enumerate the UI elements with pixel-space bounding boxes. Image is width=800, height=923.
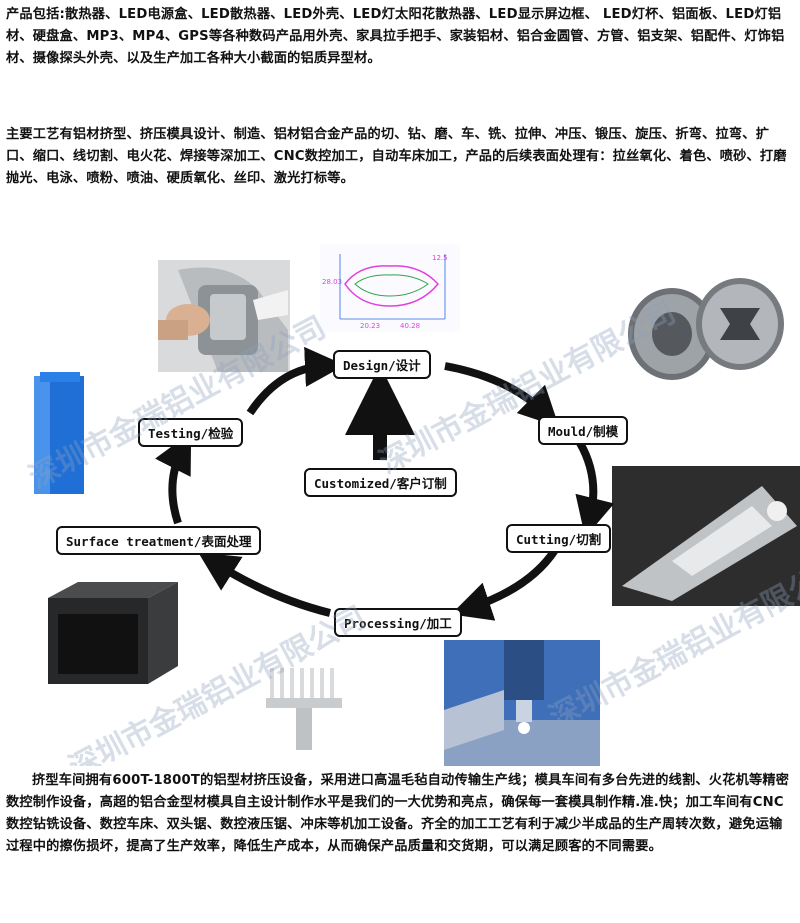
workshop-paragraph: 挤型车间拥有600T-1800T的铝型材挤压设备，采用进口高温毛毡自动传输生产线… xyxy=(6,773,790,854)
photo-mould-dies xyxy=(620,268,792,388)
dim-label: 28.03 xyxy=(322,278,342,286)
photo-profile-extrusion xyxy=(612,466,800,606)
node-surface-treatment: Surface treatment/表面处理 xyxy=(56,526,262,555)
arrow-cutting-to-processing xyxy=(451,547,559,621)
photo-blue-enclosure xyxy=(22,368,92,500)
dim-label: 20.23 xyxy=(360,322,380,330)
photo-assembly xyxy=(158,260,290,372)
workflow-arrows xyxy=(155,346,615,621)
arrow-testing-to-design xyxy=(246,346,345,416)
node-cutting: Cutting/切割 xyxy=(506,524,612,553)
node-customized: Customized/客户订制 xyxy=(304,468,457,497)
node-processing: Processing/加工 xyxy=(334,608,462,637)
arrow-design-to-mould xyxy=(444,362,560,428)
dim-label: 40.28 xyxy=(400,322,420,330)
photo-cnc-machining xyxy=(444,640,600,766)
dim-label: 12.5 xyxy=(432,254,448,262)
photo-heatsink xyxy=(258,658,350,754)
node-testing: Testing/检验 xyxy=(138,418,244,447)
arrow-processing-to-surface xyxy=(198,552,331,617)
cad-drawing: 20.23 40.28 28.03 12.5 xyxy=(320,244,460,332)
arrow-surface-to-testing xyxy=(155,432,192,525)
node-design: Design/设计 xyxy=(333,350,431,379)
arrow-mould-to-cutting xyxy=(575,441,615,538)
intro-paragraph: 产品包括:散热器、LED电源盒、LED散热器、LED外壳、LED灯太阳花散热器、… xyxy=(6,7,785,66)
workflow-diagram: 20.23 40.28 28.03 12.5 xyxy=(0,228,800,766)
node-mould: Mould/制模 xyxy=(538,416,629,445)
process-paragraph: 主要工艺有铝材挤型、挤压模具设计、制造、铝材铝合金产品的切、钻、磨、车、铣、拉伸… xyxy=(6,127,787,186)
photo-black-enclosure xyxy=(38,574,190,690)
